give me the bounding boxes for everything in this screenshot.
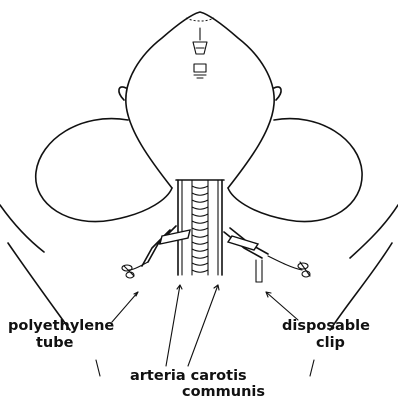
tick-right (310, 360, 314, 376)
trachea-rings (192, 186, 208, 272)
trachea-ring (192, 200, 208, 202)
right-artery (224, 228, 268, 282)
body-outline (0, 205, 398, 330)
label-disposable: disposable (282, 318, 370, 334)
tick-left (96, 360, 100, 376)
label-arteria-carotis: arteria carotis (130, 368, 247, 384)
trachea-ring (192, 214, 208, 216)
trachea-ring (192, 263, 208, 265)
trachea-ring (192, 256, 208, 258)
trachea-ring (192, 221, 208, 223)
trachea-ring (192, 193, 208, 195)
polyethylene-tube (122, 262, 148, 278)
trachea-ring (192, 186, 208, 188)
left-ear (36, 119, 172, 222)
trachea-ring (192, 228, 208, 230)
disposable-clip (268, 256, 310, 277)
label-clip: clip (316, 335, 345, 351)
trachea-ring (192, 242, 208, 244)
trachea-ring (192, 207, 208, 209)
trachea-ring (192, 235, 208, 237)
right-ear-inner (274, 87, 281, 100)
trachea-ring (192, 249, 208, 251)
left-artery (142, 226, 190, 266)
label-tube: tube (36, 335, 74, 351)
leader-lines (112, 285, 298, 366)
snout-tip (186, 18, 214, 21)
label-communis: communis (182, 384, 265, 399)
left-ear-inner (119, 87, 126, 100)
nose-icon (193, 28, 207, 78)
right-ear (228, 119, 362, 222)
label-polyethylene: polyethylene (8, 318, 114, 334)
trachea (176, 180, 224, 275)
trachea-ring (192, 270, 208, 272)
